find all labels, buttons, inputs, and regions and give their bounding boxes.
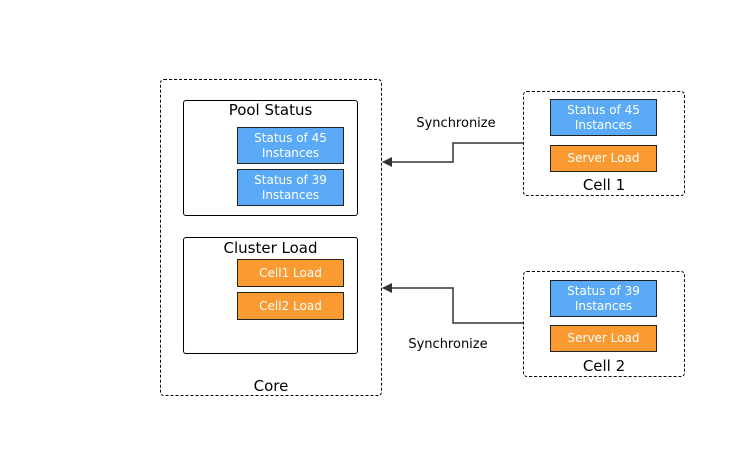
pool-status-item-45-line2: Instances — [261, 145, 320, 160]
cluster-load-title: Cluster Load — [223, 239, 318, 257]
pool-status-item-45: Status of 45 Instances — [237, 127, 344, 164]
cell1-status-line2: Instances — [574, 117, 633, 132]
cell1-server-load: Server Load — [550, 145, 657, 172]
cell2-status-line1: Status of 39 — [567, 283, 640, 298]
sync-connector-cell1 — [382, 142, 523, 167]
sync-label-cell1: Synchronize — [416, 116, 496, 131]
sync-label-cell2: Synchronize — [408, 337, 488, 352]
cell2-server-load: Server Load — [550, 325, 657, 352]
pool-status-item-39-line1: Status of 39 — [254, 172, 327, 187]
pool-status-item-39-line2: Instances — [261, 187, 320, 202]
cluster-load-item-cell1: Cell1 Load — [237, 259, 344, 287]
cell2-server-load-label: Server Load — [567, 331, 640, 345]
cluster-load-item-cell1-label: Cell1 Load — [259, 265, 322, 280]
cell2-status: Status of 39 Instances — [550, 280, 657, 317]
cell2-status-line2: Instances — [574, 298, 633, 313]
sync-connector-cell2 — [382, 283, 523, 324]
cell1-label: Cell 1 — [582, 176, 626, 194]
pool-status-item-39: Status of 39 Instances — [237, 169, 344, 206]
cell1-status-line1: Status of 45 — [567, 102, 640, 117]
pool-status-title: Pool Status — [228, 101, 313, 119]
cell2-label: Cell 2 — [582, 357, 626, 375]
cell1-status: Status of 45 Instances — [550, 99, 657, 136]
cluster-load-item-cell2-label: Cell2 Load — [259, 298, 322, 313]
cluster-load-item-cell2: Cell2 Load — [237, 292, 344, 320]
pool-status-item-45-line1: Status of 45 — [254, 130, 327, 145]
cell1-server-load-label: Server Load — [567, 151, 640, 165]
core-label: Core — [253, 377, 289, 395]
